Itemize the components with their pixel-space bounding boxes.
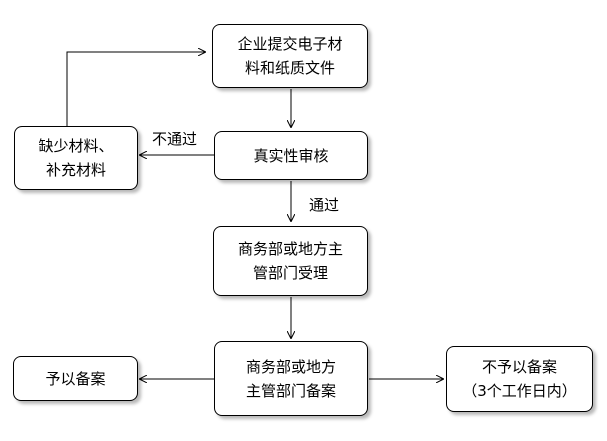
node-approve-filing: 予以备案 [13, 356, 138, 401]
node-submit-materials: 企业提交电子材 料和纸质文件 [212, 24, 368, 88]
node-reject-filing-label: 不予以备案 （3个工作日内） [462, 358, 577, 400]
node-submit-materials-label: 企业提交电子材 料和纸质文件 [237, 35, 343, 77]
node-acceptance-label: 商务部或地方主 管部门受理 [237, 240, 343, 282]
node-acceptance: 商务部或地方主 管部门受理 [213, 226, 368, 296]
node-reject-filing: 不予以备案 （3个工作日内） [446, 346, 593, 412]
edge-label-fail: 不通过 [152, 130, 198, 148]
node-filing-label: 商务部或地方 主管部门备案 [245, 357, 336, 400]
node-filing: 商务部或地方 主管部门备案 [214, 341, 368, 416]
node-authenticity-review: 真实性审核 [214, 131, 368, 180]
node-supplement-materials-label: 缺少材料、 补充材料 [38, 137, 114, 179]
node-authenticity-review-label: 真实性审核 [253, 146, 329, 165]
node-approve-filing-label: 予以备案 [45, 369, 106, 388]
edge-supplement-to-submit [66, 52, 205, 126]
node-supplement-materials: 缺少材料、 补充材料 [14, 126, 138, 190]
edge-label-pass: 通过 [309, 196, 340, 214]
